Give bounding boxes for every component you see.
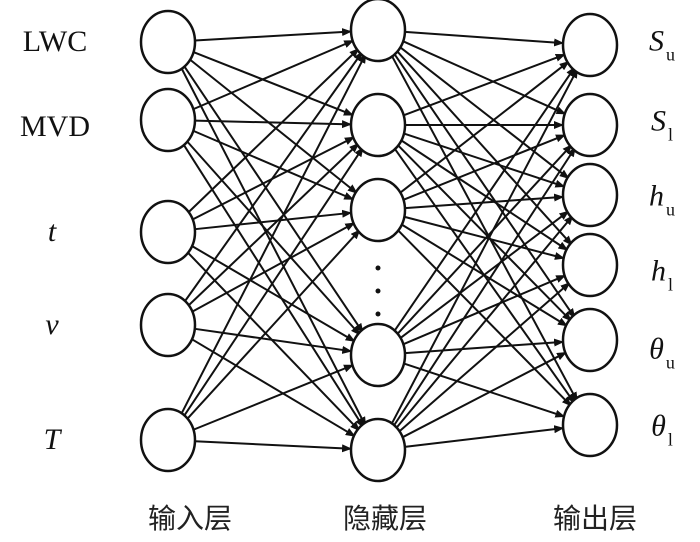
connection-arrow bbox=[401, 351, 567, 439]
connection-arrow bbox=[399, 139, 569, 251]
connection-arrow bbox=[389, 68, 579, 427]
connection-arrow bbox=[404, 425, 565, 448]
connection-arrow bbox=[398, 60, 570, 195]
hidden-ellipsis bbox=[375, 265, 381, 317]
layer-label-output: 输出层 bbox=[552, 502, 638, 535]
connection-arrow bbox=[194, 327, 353, 354]
connection-arrow bbox=[194, 209, 353, 231]
connection-arrow bbox=[402, 134, 566, 201]
connection-arrow bbox=[403, 132, 566, 188]
output-symbol: S bbox=[650, 104, 666, 138]
connection-arrow bbox=[404, 193, 565, 210]
connection-arrow bbox=[394, 214, 574, 430]
layer-label-hidden: 隐藏层 bbox=[342, 502, 428, 535]
output-subscript: u bbox=[666, 44, 675, 65]
connection-arrow bbox=[190, 244, 356, 343]
output-subscript: l bbox=[667, 429, 673, 450]
input-label-temperature: T bbox=[43, 423, 61, 456]
connection-arrow bbox=[404, 30, 565, 47]
connection-arrow bbox=[396, 228, 572, 407]
connection-arrow bbox=[182, 146, 364, 419]
output-node bbox=[561, 12, 619, 78]
hidden-node bbox=[349, 177, 407, 243]
output-node bbox=[561, 392, 619, 458]
connection-arrow bbox=[402, 53, 566, 117]
connection-arrow bbox=[395, 49, 573, 246]
output-symbol: θ bbox=[649, 332, 664, 366]
output-subscript: l bbox=[667, 124, 674, 145]
hidden-node bbox=[349, 417, 407, 483]
connection-arrow bbox=[192, 129, 355, 201]
input-label-mvd: MVD bbox=[19, 110, 91, 143]
input-node bbox=[139, 9, 197, 75]
input-label-v: v bbox=[45, 308, 59, 341]
connection-arrow bbox=[179, 53, 367, 417]
output-node bbox=[561, 232, 619, 298]
output-node bbox=[561, 162, 619, 228]
connection-arrow bbox=[192, 39, 355, 111]
connection-arrow bbox=[194, 440, 353, 453]
connection-arrow bbox=[185, 139, 361, 336]
output-subscript: u bbox=[666, 199, 675, 220]
hidden-node bbox=[349, 0, 407, 63]
connection-arrow bbox=[185, 229, 361, 421]
connection-arrow bbox=[194, 119, 353, 129]
connection-arrow bbox=[182, 51, 364, 304]
output-subscript: l bbox=[667, 274, 674, 295]
input-label-lwc: LWC bbox=[22, 25, 88, 58]
connection-arrow bbox=[192, 364, 354, 431]
connection-arrow bbox=[391, 146, 577, 428]
output-symbol: θ bbox=[651, 409, 666, 443]
connection-arrow bbox=[392, 51, 576, 319]
connection-arrow bbox=[395, 144, 573, 336]
output-symbol: h bbox=[649, 179, 664, 213]
input-node bbox=[139, 292, 197, 358]
output-node bbox=[561, 307, 619, 373]
connection-arrow bbox=[403, 215, 565, 260]
output-subscript: u bbox=[665, 352, 675, 373]
connection-arrow bbox=[190, 337, 356, 438]
layer-label-input: 输入层 bbox=[147, 502, 233, 535]
connection-arrow bbox=[192, 50, 354, 117]
connection-arrow bbox=[392, 66, 576, 334]
connection-arrow bbox=[403, 362, 566, 418]
connection-arrow bbox=[402, 40, 567, 115]
input-label-t: t bbox=[47, 215, 57, 248]
output-symbol: S bbox=[649, 24, 664, 58]
connection-arrow bbox=[404, 338, 565, 355]
connection-arrow bbox=[186, 142, 360, 308]
connection-arrow bbox=[398, 45, 570, 180]
connection-arrow bbox=[397, 281, 571, 434]
input-node bbox=[139, 199, 197, 265]
input-node bbox=[139, 87, 197, 153]
connection-arrow bbox=[186, 47, 360, 215]
hidden-node bbox=[349, 92, 407, 158]
connection-arrow bbox=[194, 28, 353, 42]
hidden-node bbox=[349, 322, 407, 388]
output-node bbox=[561, 92, 619, 158]
connection-arrow bbox=[402, 274, 567, 346]
connection-arrow bbox=[396, 143, 572, 322]
output-symbol: h bbox=[650, 254, 666, 288]
connection-arrow bbox=[191, 222, 356, 313]
input-node bbox=[139, 407, 197, 473]
connection-arrow bbox=[182, 63, 364, 334]
connection-arrow bbox=[179, 65, 367, 427]
connection-arrow bbox=[398, 210, 570, 340]
